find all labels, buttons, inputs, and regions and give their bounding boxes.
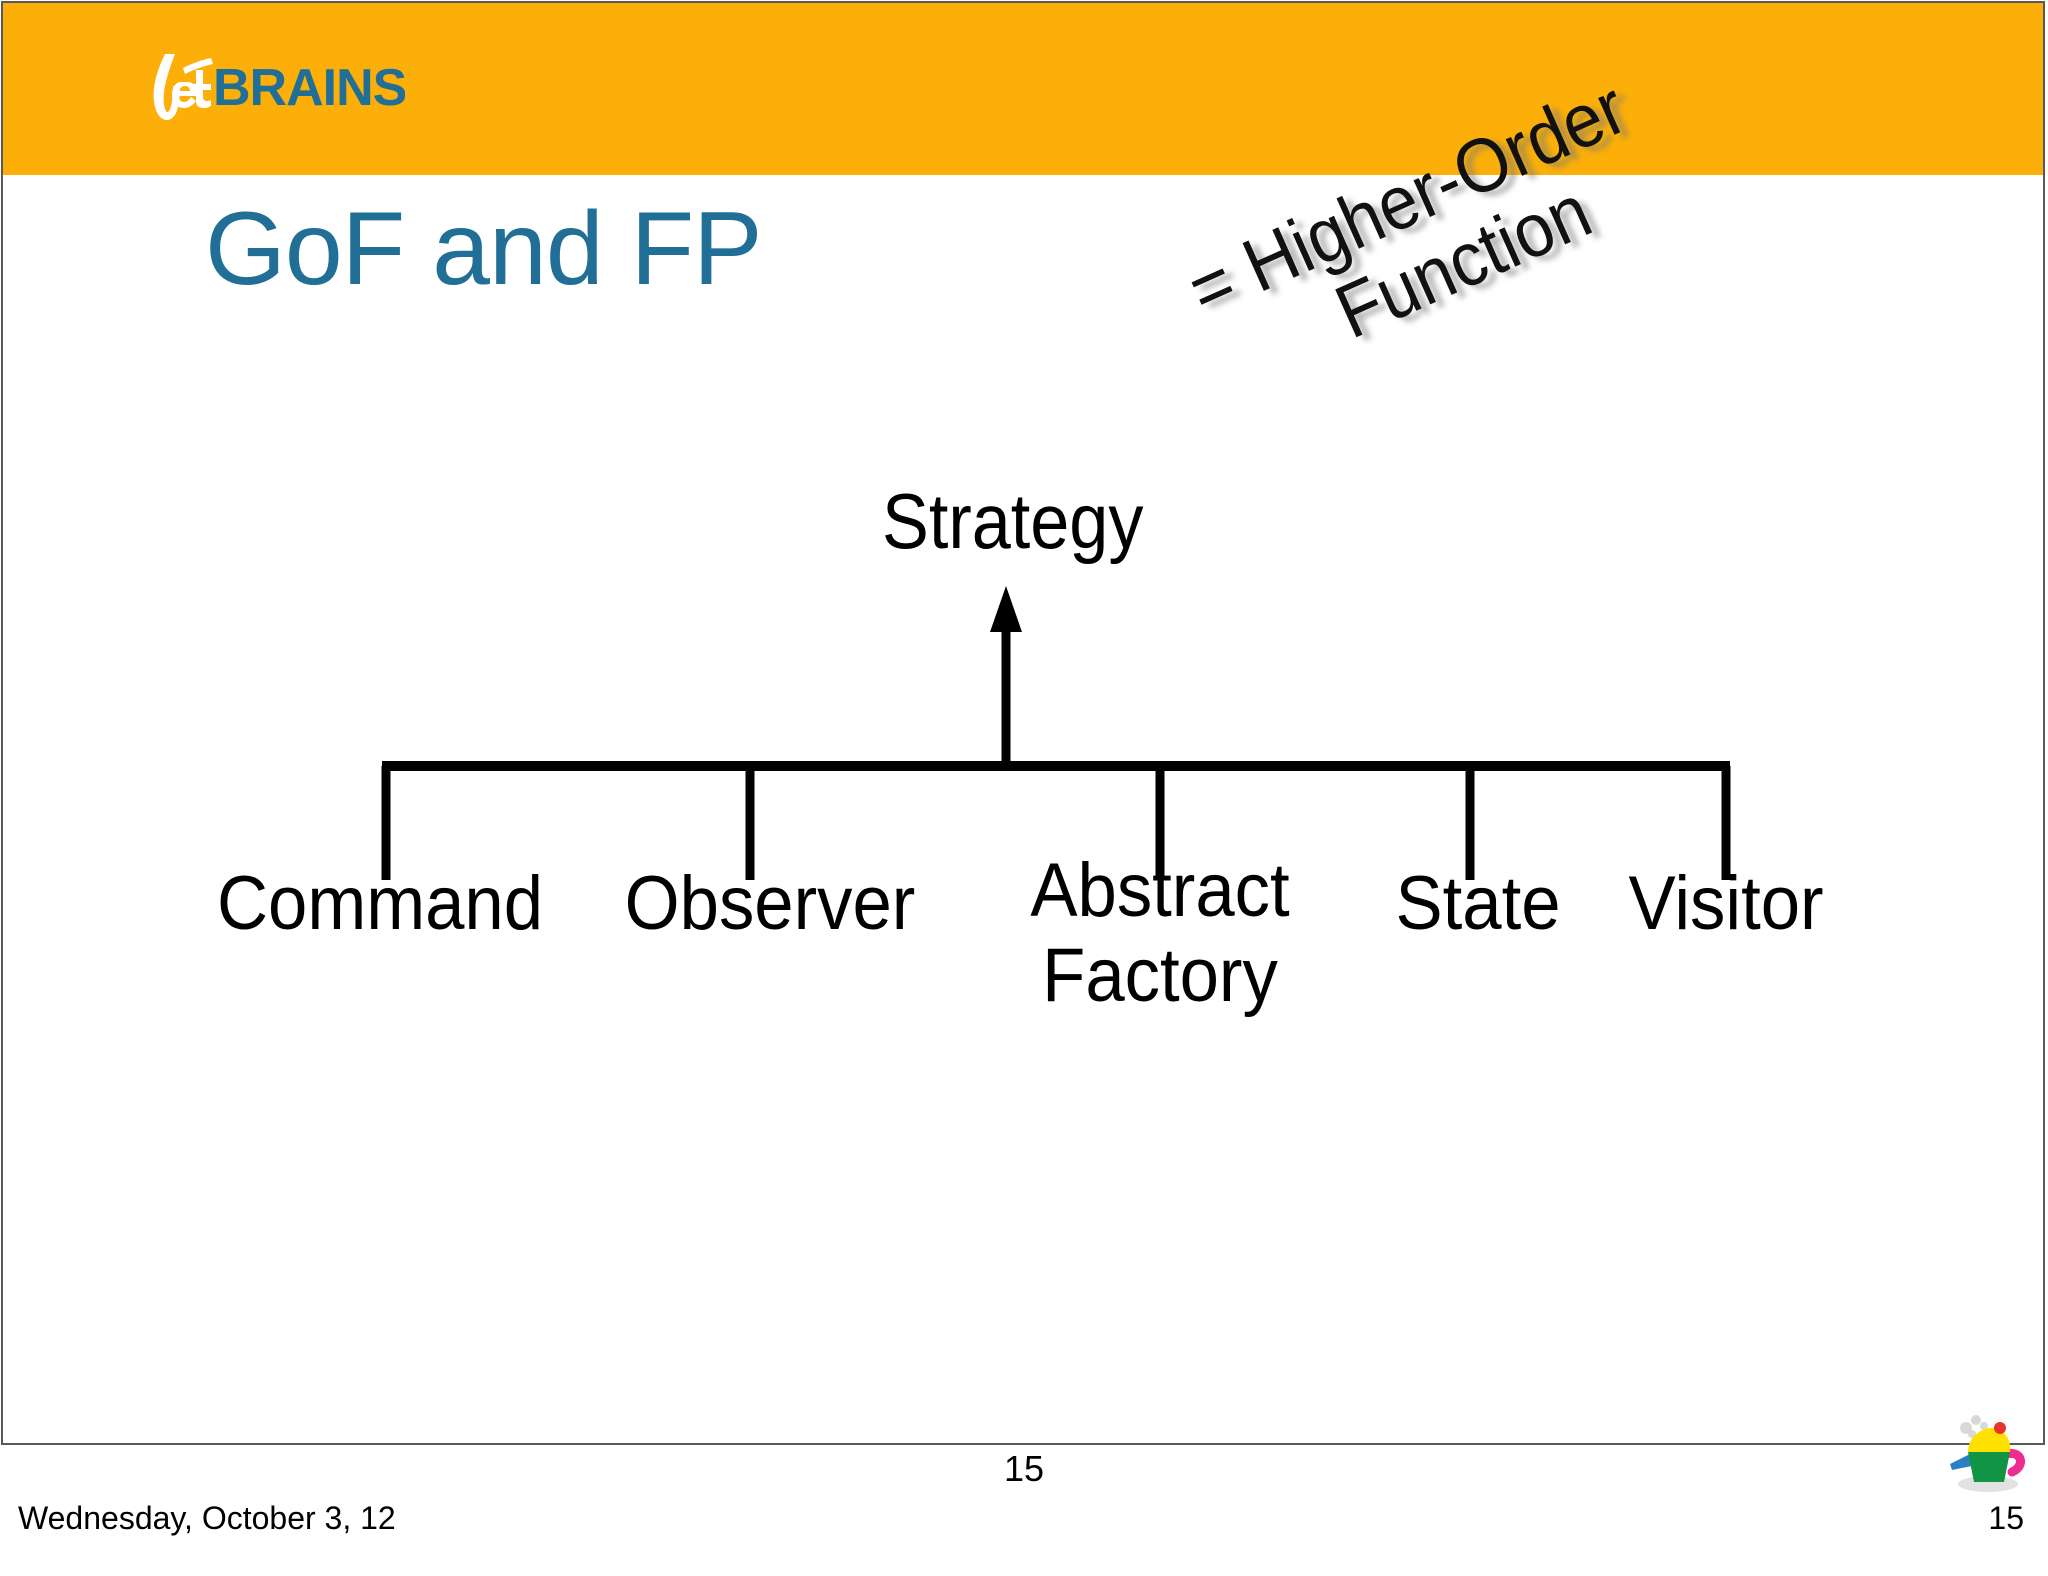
abstract-factory-line-2: Factory <box>1042 933 1278 1019</box>
steam-puffs <box>1960 1415 1988 1438</box>
node-label-observer: Observer <box>624 861 916 946</box>
jetbrains-logo: BRAINS <box>125 48 405 128</box>
jetbrains-wordmark: BRAINS <box>213 59 405 117</box>
svg-text:BRAINS: BRAINS <box>213 59 405 117</box>
node-label-strategy: Strategy <box>882 477 1144 565</box>
teapot-body <box>1968 1452 2010 1482</box>
node-label-visitor: Visitor <box>1628 861 1824 946</box>
footer-page-number: 15 <box>1988 1500 2024 1536</box>
teapot-knob <box>1994 1422 2006 1434</box>
node-label-state: State <box>1395 861 1561 946</box>
footer-date: Wednesday, October 3, 12 <box>18 1500 396 1536</box>
jetbrains-script-mark <box>153 54 213 120</box>
teapot-spout <box>1950 1454 1972 1470</box>
header-band <box>3 3 2043 175</box>
teapot-lid <box>1968 1428 2011 1452</box>
page-title: GoF and FP <box>205 191 762 307</box>
teapot-icon <box>1950 1415 2025 1492</box>
slide-page-number: 15 <box>1003 1448 1045 1489</box>
abstract-factory-line-1: Abstract <box>1030 848 1290 933</box>
node-label-command: Command <box>216 861 544 946</box>
arrow-head <box>990 586 1022 632</box>
node-label-abstract-factory: Abstract Factory <box>1011 848 1309 1018</box>
